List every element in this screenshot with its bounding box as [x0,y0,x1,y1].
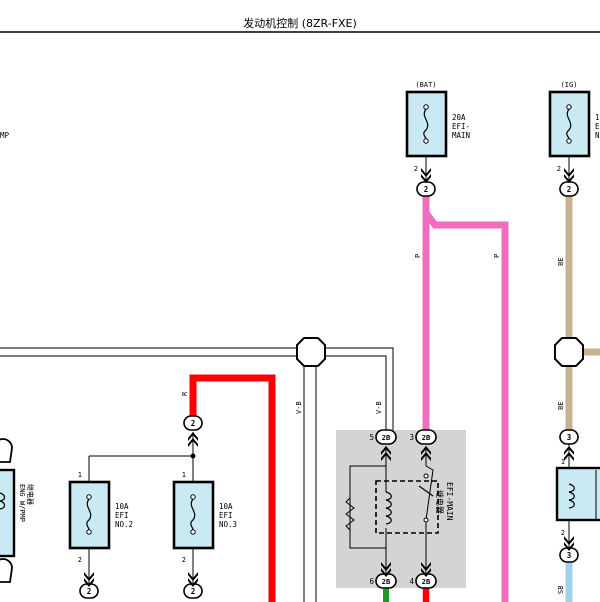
fuse-efi-main-name2: MAIN [452,131,470,140]
source-bat-label: (BAT) [415,81,436,89]
connector-label-red: 2 [191,419,196,428]
wire-code-v-b-1: V-B [295,401,303,414]
terminal-chevrons [84,168,574,587]
junction-dots [190,453,196,459]
wire-code-pink-1: P [414,254,422,258]
fuse-efi-main [405,90,448,158]
fuse-efi-main-name1: EFI- [452,122,470,131]
wire-code-red: R [181,391,189,396]
pin-relay-3: 3 [409,433,414,442]
pin-relay-6: 6 [369,577,374,586]
fuse-efi-no2-rating: 10A [115,502,129,511]
pin-relay-5: 5 [369,433,374,442]
wire-code-beige-1: BE [557,258,565,266]
fuse-efi-no3 [172,480,215,550]
fuse-efi-no2-name1: EFI [115,511,129,520]
left-partial-label: MP [0,131,10,140]
fuse-efi-no2 [68,480,111,550]
wire-red [189,374,276,602]
connector-label-no3: 2 [191,587,196,596]
pin-efi-main-out: 2 [414,165,418,173]
source-ig-label: (IG) [561,81,578,89]
pin-relay-4: 4 [409,577,414,586]
pin-no2-out: 2 [78,556,82,564]
relay-eng-wpmp-name: ENG W/PMP [18,484,26,522]
splice-v-b [296,337,326,367]
wire-code-beige-2: BE [557,402,565,410]
relay-efi-main-sub: 继电器 [435,490,445,514]
relay-eng-wpmp-sub: 继电器 [26,484,35,505]
fuse-efi-no3-rating: 10A [219,502,233,511]
pin-ig-relay-2: 2 [561,529,565,537]
connector-label-ig: 2 [567,185,572,194]
fuse-efi-no3-name2: NO.3 [219,520,237,529]
connector-label-ig-relay-2: 3 [567,551,572,560]
page-title: 发动机控制 (8ZR-FXE) [243,16,357,30]
pin-no3-out: 2 [182,556,186,564]
fuse-ig [548,90,591,158]
connector-label-relay-3: 2B [422,434,430,442]
connector-label-no2: 2 [87,587,92,596]
relay-eng-wpmp: ENG W/PMP 继电器 [0,438,35,583]
wire-code-pink-2: P [493,254,501,258]
pin-ig-relay-1: 1 [561,458,565,466]
connector-label-ig-relay-1: 3 [567,433,572,442]
fuse-ig-name2: N [595,131,600,140]
pin-ig-out: 2 [557,165,561,173]
wire-pink [422,196,509,602]
fuse-efi-no2-name2: NO.2 [115,520,133,529]
fuse-ig-name1: E [595,122,600,131]
connector-bodies [79,181,579,599]
splice-beige [554,337,584,367]
wire-code-sky-blue: SB [557,586,565,594]
fuse-efi-main-rating: 20A [452,113,466,122]
relay-ig [555,466,600,522]
relay-efi-main-name: EFI-MAIN [445,482,454,521]
connector-label-relay-4: 2B [422,578,430,586]
connector-label-efi-main: 2 [424,185,429,194]
fuse-efi-no3-name1: EFI [219,511,233,520]
fuse-ig-rating: 1 [595,113,600,122]
pin-no2-in: 1 [78,471,82,479]
relay-efi-main: EFI-MAIN 继电器 [336,430,466,588]
pin-no3-in: 1 [182,471,186,479]
connector-label-relay-5: 2B [382,434,390,442]
connector-label-relay-6: 2B [382,578,390,586]
wire-code-v-b-2: V-B [375,401,383,414]
